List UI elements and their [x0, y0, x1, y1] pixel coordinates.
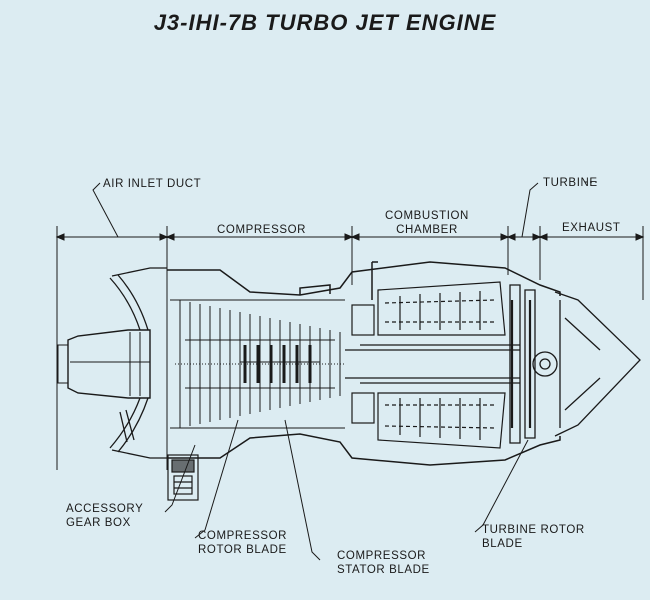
label-exhaust: EXHAUST	[562, 222, 621, 234]
compressor-stages	[170, 299, 345, 429]
label-compressor-rotor-blade-line1: COMPRESSOR	[198, 530, 288, 542]
label-compressor: COMPRESSOR	[217, 224, 307, 236]
label-compressor-rotor-blade-line2: ROTOR BLADE	[198, 544, 287, 556]
label-accessory-gear-box-line2: GEAR BOX	[66, 517, 131, 529]
section-dimension-line	[55, 226, 645, 470]
label-turbine-rotor-blade: TURBINE ROTOR BLADE	[482, 523, 585, 551]
label-compressor-stator-blade-line1: COMPRESSOR	[337, 550, 427, 562]
label-compressor-stator-blade-line2: STATOR BLADE	[337, 564, 430, 576]
label-compressor-stator-blade: COMPRESSOR STATOR BLADE	[337, 549, 430, 577]
label-accessory-gear-box-line1: ACCESSORY	[66, 503, 144, 515]
label-accessory-gear-box: ACCESSORY GEAR BOX	[66, 502, 143, 530]
label-combustion-chamber: COMBUSTION CHAMBER	[382, 209, 472, 237]
label-combustion-chamber-line1: COMBUSTION	[385, 210, 469, 222]
label-compressor-rotor-blade: COMPRESSOR ROTOR BLADE	[198, 529, 287, 557]
label-air-inlet-duct: AIR INLET DUCT	[103, 178, 202, 190]
accessory-gear-box-shape	[167, 454, 199, 501]
main-shaft	[345, 344, 520, 384]
label-turbine-rotor-blade-line1: TURBINE ROTOR	[482, 524, 585, 536]
air-inlet-duct-shape	[109, 267, 167, 459]
combustion-chamber-shape	[351, 281, 506, 449]
inlet-nose-cone	[57, 329, 151, 399]
label-turbine: TURBINE	[543, 177, 598, 189]
turbine-section-shape	[509, 284, 558, 444]
diagram-title: J3-IHI-7B TURBO JET ENGINE	[153, 10, 497, 35]
label-turbine-rotor-blade-line2: BLADE	[482, 538, 523, 550]
exhaust-cone-shape	[554, 291, 641, 437]
engine-outer-casing	[167, 261, 561, 466]
label-combustion-chamber-line2: CHAMBER	[396, 224, 458, 236]
